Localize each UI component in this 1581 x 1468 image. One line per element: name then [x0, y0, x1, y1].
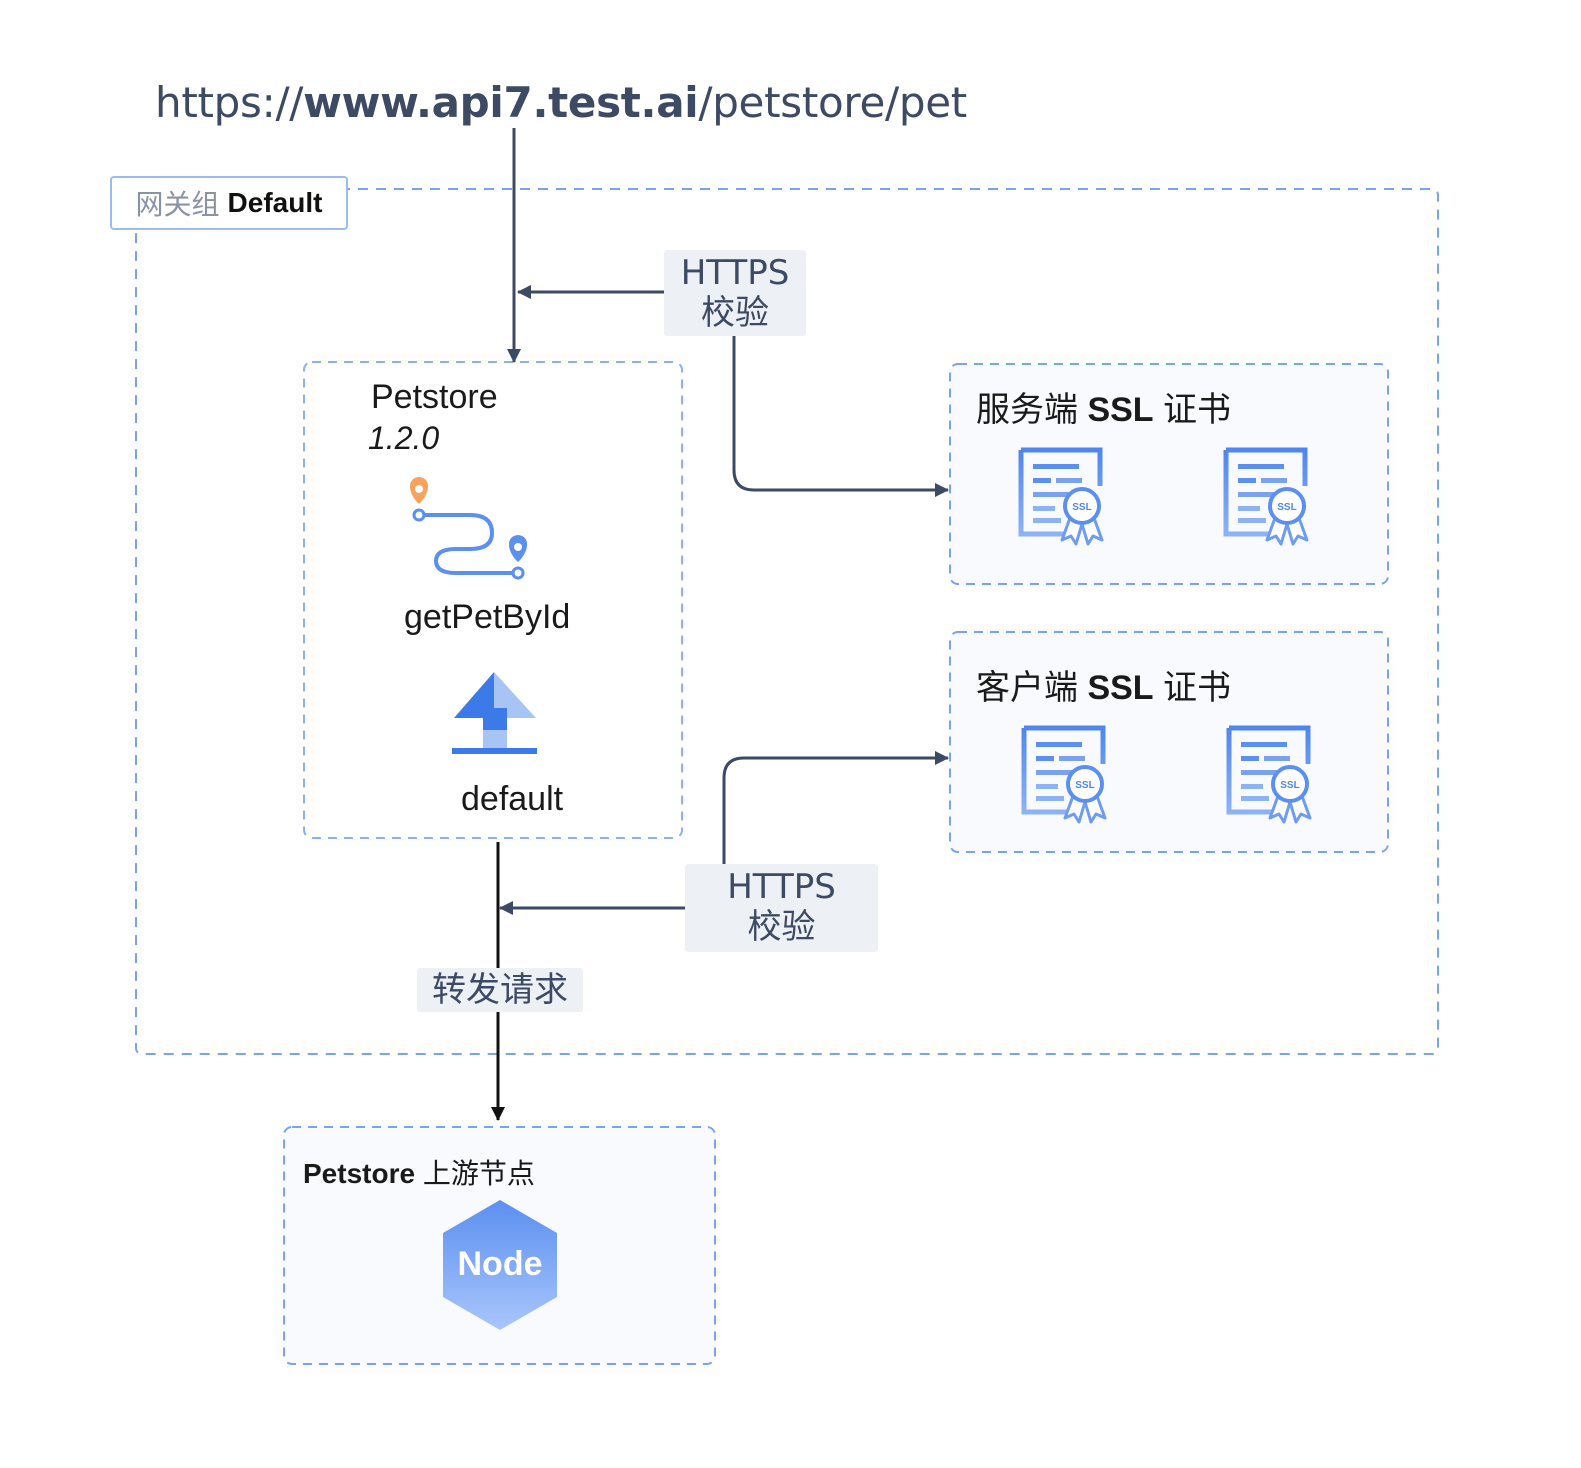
- client-https-line2: 校验: [747, 907, 816, 947]
- gateway-group-name: Default: [227, 187, 323, 218]
- server-ssl-connector: [732, 336, 949, 497]
- upstream-icon: [452, 672, 537, 754]
- url-path: /petstore/pet: [698, 78, 967, 127]
- node-hexagon-icon: [443, 1200, 557, 1330]
- node-label: Node: [457, 1245, 543, 1283]
- client-ssl-title: 客户端 SSL 证书: [976, 669, 1232, 707]
- certificate-icon: SSL: [1018, 447, 1104, 546]
- url-prefix: https://: [155, 78, 304, 127]
- server-https-line2: 校验: [701, 293, 769, 333]
- gateway-group-prefix: 网关组: [135, 189, 220, 220]
- request-url: https://www.api7.test.ai/petstore/pet: [155, 78, 967, 127]
- client-https-line1: HTTPS: [727, 867, 836, 907]
- client-https-tag: HTTPS 校验: [685, 864, 878, 952]
- upstream-nodes-title: Petstore 上游节点: [303, 1158, 535, 1189]
- server-ssl-title: 服务端 SSL 证书: [976, 391, 1232, 429]
- svg-text:SSL: SSL: [1072, 502, 1091, 513]
- upstream-name: default: [461, 780, 564, 818]
- client-ssl-connector: [722, 751, 949, 864]
- service-version: 1.2.0: [368, 420, 440, 456]
- service-name: Petstore: [371, 378, 498, 416]
- forward-request-tag: 转发请求: [417, 968, 583, 1012]
- url-host: www.api7.test.ai: [303, 78, 699, 127]
- server-https-line1: HTTPS: [680, 253, 790, 293]
- server-https-tag: HTTPS 校验: [664, 250, 806, 336]
- route-name: getPetById: [404, 598, 571, 636]
- service-box: [303, 361, 683, 839]
- route-icon: [409, 477, 528, 580]
